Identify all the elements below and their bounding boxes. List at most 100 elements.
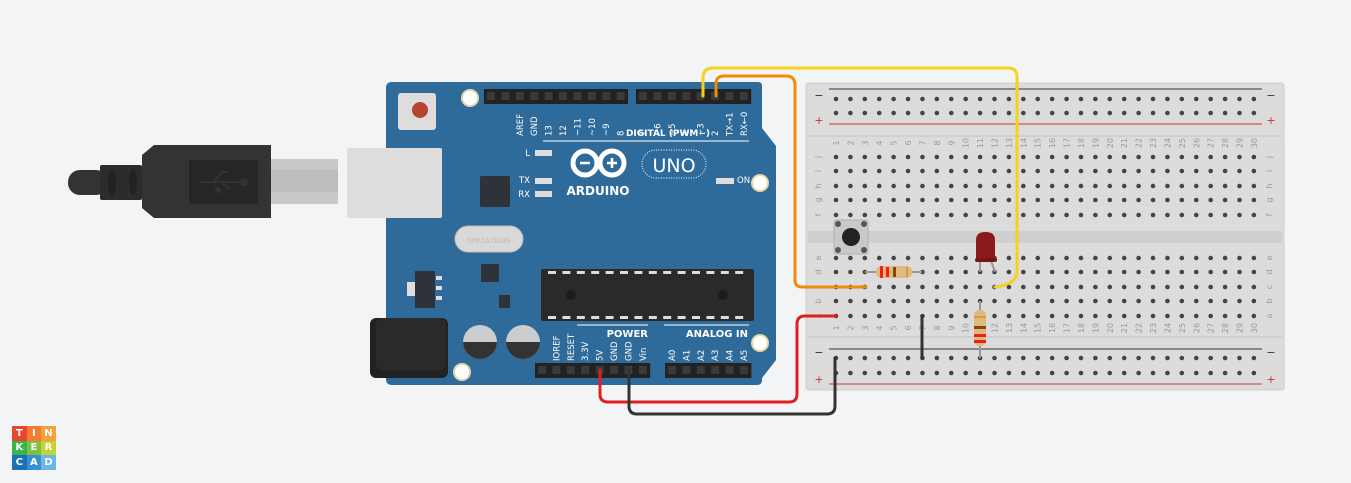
breadboard-hole[interactable] — [1078, 355, 1084, 361]
breadboard-hole[interactable] — [1078, 96, 1084, 102]
breadboard-hole[interactable] — [891, 96, 896, 102]
breadboard-hole[interactable] — [1136, 313, 1141, 319]
breadboard-hole[interactable] — [1165, 154, 1170, 160]
breadboard-hole[interactable] — [905, 154, 911, 160]
header-pin[interactable] — [487, 92, 495, 100]
breadboard-hole[interactable] — [1222, 154, 1228, 160]
breadboard-hole[interactable] — [1251, 298, 1257, 304]
breadboard-hole[interactable] — [1165, 355, 1170, 361]
breadboard-hole[interactable] — [1006, 154, 1012, 160]
breadboard-hole[interactable] — [920, 284, 925, 290]
breadboard-hole[interactable] — [934, 355, 940, 361]
breadboard-hole[interactable] — [1049, 355, 1055, 361]
breadboard-hole[interactable] — [934, 298, 940, 304]
breadboard-hole[interactable] — [1222, 183, 1228, 189]
breadboard-hole[interactable] — [1251, 284, 1257, 290]
breadboard-hole[interactable] — [1208, 370, 1213, 376]
breadboard-hole[interactable] — [1208, 212, 1213, 218]
breadboard-hole[interactable] — [992, 183, 997, 189]
breadboard-hole[interactable] — [1237, 284, 1242, 290]
breadboard-hole[interactable] — [1251, 197, 1257, 203]
breadboard-hole[interactable] — [1093, 269, 1098, 275]
breadboard-hole[interactable] — [1165, 313, 1170, 319]
breadboard-hole[interactable] — [1165, 212, 1170, 218]
breadboard-hole[interactable] — [963, 183, 968, 189]
breadboard-hole[interactable] — [948, 168, 954, 174]
breadboard-hole[interactable] — [862, 168, 868, 174]
breadboard-hole[interactable] — [862, 370, 868, 376]
breadboard-hole[interactable] — [1193, 154, 1199, 160]
breadboard-hole[interactable] — [1078, 284, 1084, 290]
breadboard-hole[interactable] — [1035, 168, 1041, 174]
breadboard-hole[interactable] — [862, 298, 868, 304]
breadboard-hole[interactable] — [1222, 255, 1228, 261]
breadboard-hole[interactable] — [948, 355, 954, 361]
breadboard-hole[interactable] — [848, 355, 853, 361]
breadboard-hole[interactable] — [1222, 168, 1228, 174]
breadboard-hole[interactable] — [1035, 110, 1041, 116]
breadboard-hole[interactable] — [1006, 298, 1012, 304]
breadboard-hole[interactable] — [1107, 284, 1113, 290]
breadboard-hole[interactable] — [977, 110, 983, 116]
breadboard-hole[interactable] — [1093, 197, 1098, 203]
breadboard-hole[interactable] — [1049, 212, 1055, 218]
breadboard-hole[interactable] — [1251, 168, 1257, 174]
breadboard-hole[interactable] — [1006, 110, 1012, 116]
breadboard-hole[interactable] — [963, 212, 968, 218]
breadboard-hole[interactable] — [1049, 284, 1055, 290]
breadboard-hole[interactable] — [934, 284, 940, 290]
breadboard-hole[interactable] — [1179, 370, 1185, 376]
breadboard-hole[interactable] — [1049, 168, 1055, 174]
header-pin[interactable] — [616, 92, 625, 100]
breadboard-hole[interactable] — [1107, 255, 1113, 261]
header-pin[interactable] — [725, 92, 734, 100]
breadboard-hole[interactable] — [833, 269, 839, 275]
breadboard-hole[interactable] — [1093, 183, 1098, 189]
breadboard-hole[interactable] — [1251, 96, 1257, 102]
breadboard-hole[interactable] — [963, 355, 968, 361]
breadboard-hole[interactable] — [992, 197, 997, 203]
breadboard-hole[interactable] — [1193, 96, 1199, 102]
breadboard-hole[interactable] — [1021, 355, 1026, 361]
breadboard-hole[interactable] — [1179, 269, 1185, 275]
breadboard-hole[interactable] — [934, 255, 940, 261]
breadboard-hole[interactable] — [1165, 168, 1170, 174]
breadboard-hole[interactable] — [876, 110, 882, 116]
breadboard-hole[interactable] — [1035, 284, 1041, 290]
breadboard-hole[interactable] — [920, 168, 925, 174]
yellow-wire[interactable] — [701, 66, 1019, 289]
breadboard-hole[interactable] — [905, 370, 911, 376]
header-pin[interactable] — [638, 366, 647, 374]
breadboard-hole[interactable] — [848, 269, 853, 275]
breadboard-hole[interactable] — [977, 212, 983, 218]
breadboard-hole[interactable] — [920, 212, 925, 218]
breadboard-hole[interactable] — [1021, 269, 1026, 275]
breadboard-hole[interactable] — [1064, 269, 1069, 275]
breadboard-hole[interactable] — [1251, 269, 1257, 275]
breadboard-hole[interactable] — [1107, 183, 1113, 189]
breadboard-hole[interactable] — [992, 212, 997, 218]
breadboard-hole[interactable] — [1121, 183, 1127, 189]
breadboard-hole[interactable] — [1150, 154, 1156, 160]
breadboard-hole[interactable] — [1237, 212, 1242, 218]
breadboard-hole[interactable] — [1021, 183, 1026, 189]
breadboard-hole[interactable] — [1136, 183, 1141, 189]
breadboard-hole[interactable] — [1193, 313, 1199, 319]
breadboard-hole[interactable] — [891, 168, 896, 174]
breadboard-hole[interactable] — [1193, 298, 1199, 304]
breadboard-hole[interactable] — [1121, 355, 1127, 361]
breadboard-hole[interactable] — [1136, 370, 1141, 376]
breadboard-hole[interactable] — [833, 154, 839, 160]
breadboard-hole[interactable] — [1193, 355, 1199, 361]
breadboard-hole[interactable] — [934, 212, 940, 218]
breadboard-hole[interactable] — [1035, 370, 1041, 376]
breadboard-hole[interactable] — [977, 370, 983, 376]
breadboard-hole[interactable] — [1064, 298, 1069, 304]
breadboard-hole[interactable] — [963, 298, 968, 304]
breadboard-hole[interactable] — [992, 96, 997, 102]
breadboard-hole[interactable] — [876, 255, 882, 261]
header-pin[interactable] — [725, 366, 734, 374]
breadboard-hole[interactable] — [1136, 154, 1141, 160]
